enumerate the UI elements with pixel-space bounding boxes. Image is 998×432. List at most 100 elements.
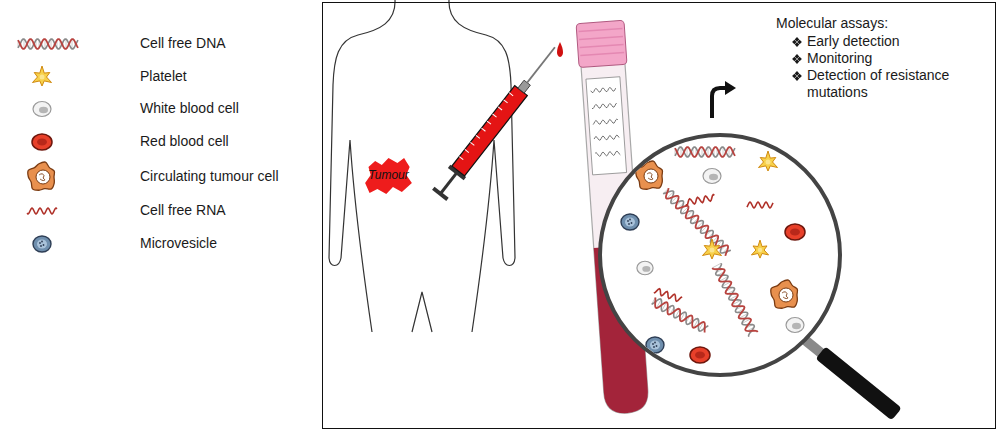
white-cell-icon bbox=[786, 318, 804, 333]
illustration-part bbox=[452, 86, 527, 176]
illustration-part bbox=[751, 240, 768, 258]
microvesicle-icon bbox=[646, 337, 664, 353]
illustration-part bbox=[40, 245, 42, 247]
illustration-part bbox=[36, 170, 50, 184]
illustration-part bbox=[642, 266, 650, 272]
illustration-part bbox=[786, 318, 804, 333]
illustration-part bbox=[792, 74, 797, 79]
illustration-part bbox=[712, 88, 726, 118]
illustration-part bbox=[476, 135, 480, 138]
lens-content bbox=[621, 147, 805, 363]
white-cell-icon bbox=[637, 261, 653, 275]
legend-label: Microvesicle bbox=[140, 235, 217, 252]
illustration-part bbox=[625, 218, 635, 227]
illustration-part bbox=[441, 171, 458, 193]
illustration-part bbox=[629, 219, 631, 221]
bent-arrow bbox=[712, 81, 736, 118]
legend-label: White blood cell bbox=[140, 100, 239, 117]
illustration-part bbox=[580, 52, 624, 55]
illustration-part bbox=[595, 151, 620, 157]
illustration-part bbox=[40, 75, 45, 80]
illustration-part bbox=[487, 121, 491, 124]
illustration-part bbox=[32, 66, 51, 86]
illustration-part bbox=[18, 39, 78, 49]
illustration-part bbox=[37, 240, 47, 249]
illustration-part bbox=[652, 343, 654, 345]
rna-strand bbox=[654, 287, 682, 302]
illustration-part bbox=[766, 160, 771, 165]
illustration-part bbox=[646, 337, 664, 353]
bullet-item: Monitoring bbox=[807, 50, 872, 67]
illustration-part bbox=[709, 174, 718, 180]
illustration-part bbox=[712, 263, 757, 336]
legend-label: Circulating tumour cell bbox=[140, 168, 279, 185]
dna-strand bbox=[712, 263, 757, 336]
heading-text: Molecular assays: bbox=[776, 15, 888, 32]
tumour-cell-icon bbox=[28, 162, 55, 190]
illustration-part bbox=[504, 100, 508, 103]
illustration-part bbox=[695, 352, 705, 359]
illustration-part bbox=[710, 248, 715, 253]
illustration-part bbox=[32, 134, 52, 150]
illustration-part bbox=[816, 346, 902, 420]
illustration-part bbox=[37, 139, 47, 146]
rna-strand bbox=[747, 202, 773, 208]
illustration-part bbox=[39, 242, 41, 244]
illustration-part bbox=[790, 229, 800, 236]
platelet-icon bbox=[32, 66, 51, 86]
magnifier-handle bbox=[800, 334, 902, 421]
white-cell-icon bbox=[703, 169, 721, 184]
blood-drop bbox=[557, 42, 563, 57]
white-cell-icon bbox=[33, 102, 51, 117]
red-cell-icon bbox=[785, 224, 805, 240]
illustration-part bbox=[647, 173, 653, 180]
platelet-icon bbox=[702, 239, 721, 259]
illustration-part bbox=[465, 149, 469, 152]
illustration-part bbox=[579, 36, 623, 39]
rna-strand bbox=[27, 208, 57, 214]
red-cell-icon bbox=[690, 347, 710, 363]
illustration-part bbox=[18, 39, 78, 49]
tumour-label: Tumour bbox=[368, 168, 408, 182]
tumour-shape: Tumour bbox=[364, 153, 413, 197]
bullet-symbol bbox=[792, 37, 802, 47]
illustration-part bbox=[27, 208, 57, 214]
illustration-part bbox=[580, 44, 624, 47]
bullet-item: Early detection bbox=[807, 33, 900, 50]
illustration-frame: Molecular assays:Early detectionMonitori… bbox=[322, 2, 996, 429]
illustration-part bbox=[702, 239, 721, 259]
illustration-part bbox=[653, 346, 655, 348]
illustration-part bbox=[470, 142, 474, 145]
illustration-part bbox=[785, 224, 805, 240]
illustration-part bbox=[792, 323, 801, 329]
syringe bbox=[431, 41, 563, 201]
illustration-part bbox=[459, 157, 463, 160]
illustration-part bbox=[792, 57, 797, 62]
illustration-part bbox=[654, 287, 682, 302]
bullet-symbol bbox=[792, 54, 802, 64]
illustration-part bbox=[600, 135, 840, 375]
rna-strand bbox=[685, 194, 716, 205]
platelet-icon bbox=[758, 151, 777, 171]
illustration-part bbox=[39, 107, 48, 113]
illustration-part bbox=[758, 248, 763, 253]
illustration-part bbox=[654, 342, 656, 344]
illustration-part bbox=[685, 194, 716, 205]
dna-strand bbox=[662, 187, 731, 256]
illustration-part bbox=[39, 174, 45, 181]
illustration-part bbox=[28, 162, 55, 190]
bullet-symbol bbox=[792, 71, 802, 81]
legend-icons bbox=[18, 39, 78, 252]
illustration-part bbox=[675, 147, 735, 157]
illustration-part bbox=[493, 114, 497, 117]
illustration-part bbox=[481, 128, 485, 131]
illustration-part bbox=[644, 169, 658, 183]
bullet-item: Detection of resistance mutations bbox=[807, 67, 952, 101]
legend-label: Cell free RNA bbox=[140, 202, 226, 219]
illustration-part bbox=[675, 147, 735, 157]
bullet-marks bbox=[792, 37, 802, 81]
illustration-part bbox=[636, 161, 663, 189]
tumour-blob bbox=[365, 158, 412, 194]
illustration-part bbox=[33, 102, 51, 117]
